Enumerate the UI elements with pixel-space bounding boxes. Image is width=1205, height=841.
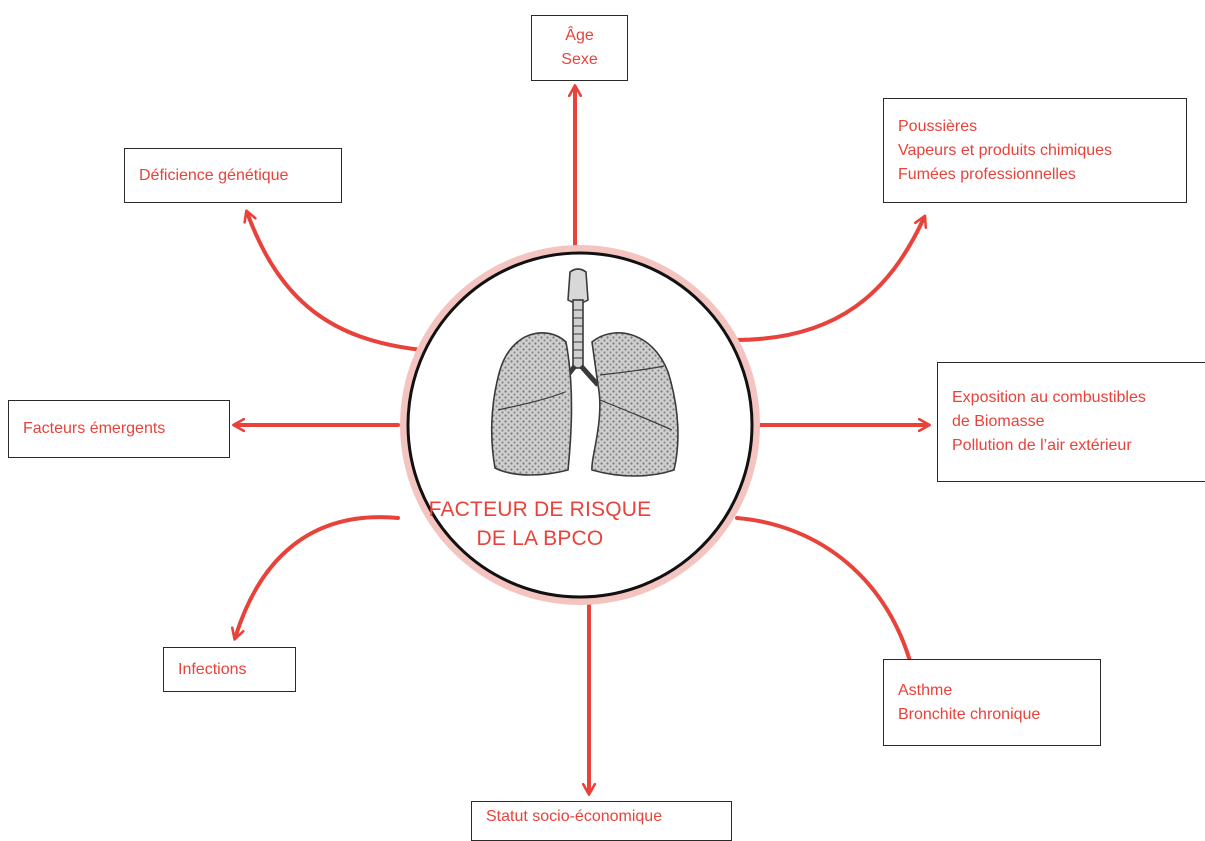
factor-emerging: Facteurs émergents — [23, 420, 166, 437]
factor-biomass-1: Exposition au combustibles — [952, 389, 1146, 406]
factor-outdoor-pollution: Pollution de l’air extérieur — [952, 437, 1132, 454]
factor-age: Âge — [565, 27, 594, 44]
lungs-icon — [490, 268, 679, 477]
center-inner-circle — [406, 251, 754, 599]
factor-sexe: Sexe — [561, 51, 598, 68]
factor-fumes: Fumées professionnelles — [898, 165, 1076, 183]
box-socio: Statut socio-économique — [471, 801, 732, 841]
box-occupational: Poussières Vapeurs et produits chimiques… — [883, 98, 1187, 203]
factor-dust: Poussières — [898, 117, 978, 135]
arrow-genetic — [248, 215, 424, 352]
factor-bronchitis: Bronchite chronique — [898, 705, 1041, 723]
center-title: FACTEUR DE RISQUE DE LA BPCO — [420, 495, 660, 553]
center-title-line-1: FACTEUR DE RISQUE — [428, 498, 652, 521]
factor-genetic: Déficience génétique — [139, 166, 289, 184]
arrow-infections — [236, 515, 400, 635]
box-age-sexe: Âge Sexe — [531, 15, 628, 81]
factor-socio: Statut socio-économique — [486, 808, 663, 825]
box-infections: Infections — [163, 647, 296, 692]
factor-asthma: Asthme — [898, 681, 953, 699]
factor-biomass-2: de Biomasse — [952, 413, 1045, 430]
box-emerging: Facteurs émergents — [8, 400, 230, 458]
arrow-asthma — [735, 516, 913, 672]
factor-vapors: Vapeurs et produits chimiques — [898, 141, 1113, 159]
center-title-line-2: DE LA BPCO — [476, 527, 604, 550]
box-genetic: Déficience génétique — [124, 148, 342, 203]
box-asthma: Asthme Bronchite chronique — [883, 659, 1101, 746]
factor-infections: Infections — [178, 660, 247, 678]
arrow-occupational — [733, 220, 923, 342]
box-environment: Exposition au combustibles de Biomasse P… — [937, 362, 1205, 482]
